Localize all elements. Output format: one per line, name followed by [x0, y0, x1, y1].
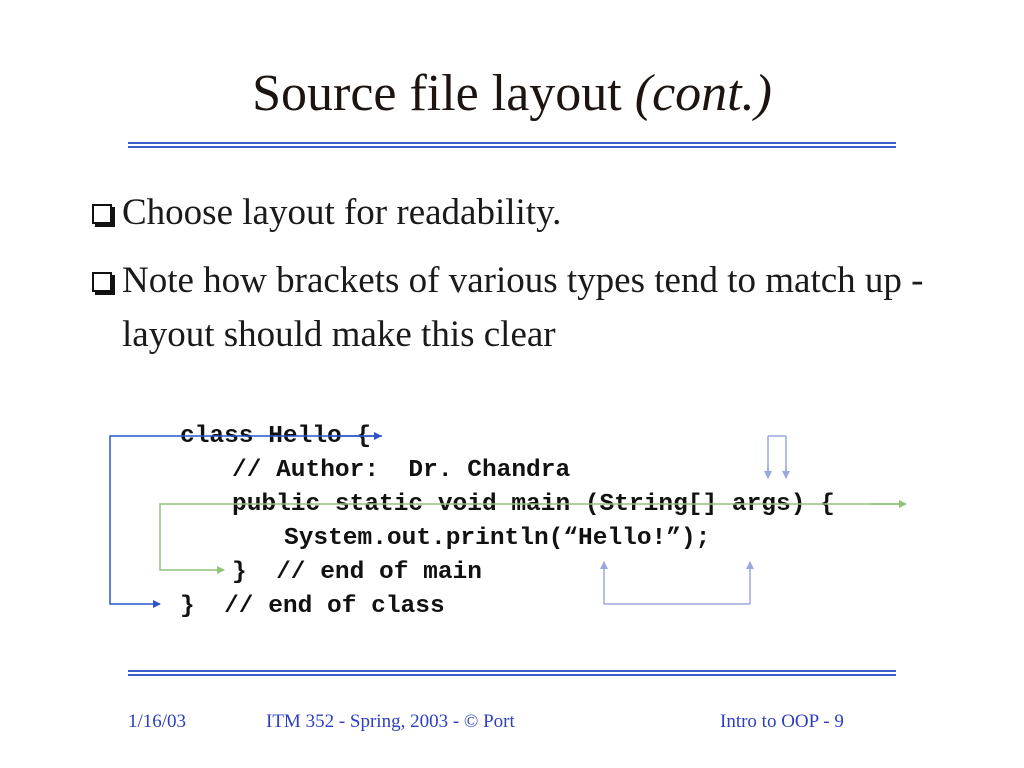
bottom-divider	[128, 670, 896, 676]
title-italic: (cont.)	[634, 65, 772, 122]
footer-course: ITM 352 - Spring, 2003 - © Port	[266, 711, 515, 732]
footer-date: 1/16/03	[128, 711, 187, 732]
code-line-comment: // Author: Dr. Chandra	[232, 457, 571, 484]
bullet-text-2: Note how brackets of various types tend …	[122, 260, 924, 355]
code-line-end-main: } // end of main	[232, 559, 482, 586]
code-line-class: class Hello {	[180, 423, 372, 450]
title-main: Source file layout	[252, 65, 635, 122]
footer-page-number: Intro to OOP - 9	[720, 711, 844, 732]
code-line-println: System.out.println(“Hello!”);	[284, 525, 711, 552]
checkbox-bullet-icon	[92, 204, 112, 224]
bracket-arrow-icon	[764, 435, 790, 479]
parenthesis-arrow-icon	[600, 561, 754, 605]
code-line-end-class: } // end of class	[180, 593, 445, 620]
slide-title: Source file layout (cont.)	[0, 58, 1024, 130]
bullet-text-1: Choose layout for readability.	[122, 192, 562, 233]
top-divider	[128, 142, 896, 148]
checkbox-bullet-icon	[92, 272, 112, 292]
bullet-item-2: Note how brackets of various types tend …	[88, 254, 948, 362]
bullet-item-1: Choose layout for readability.	[88, 186, 948, 240]
code-line-main: public static void main (String[] args) …	[232, 491, 835, 518]
